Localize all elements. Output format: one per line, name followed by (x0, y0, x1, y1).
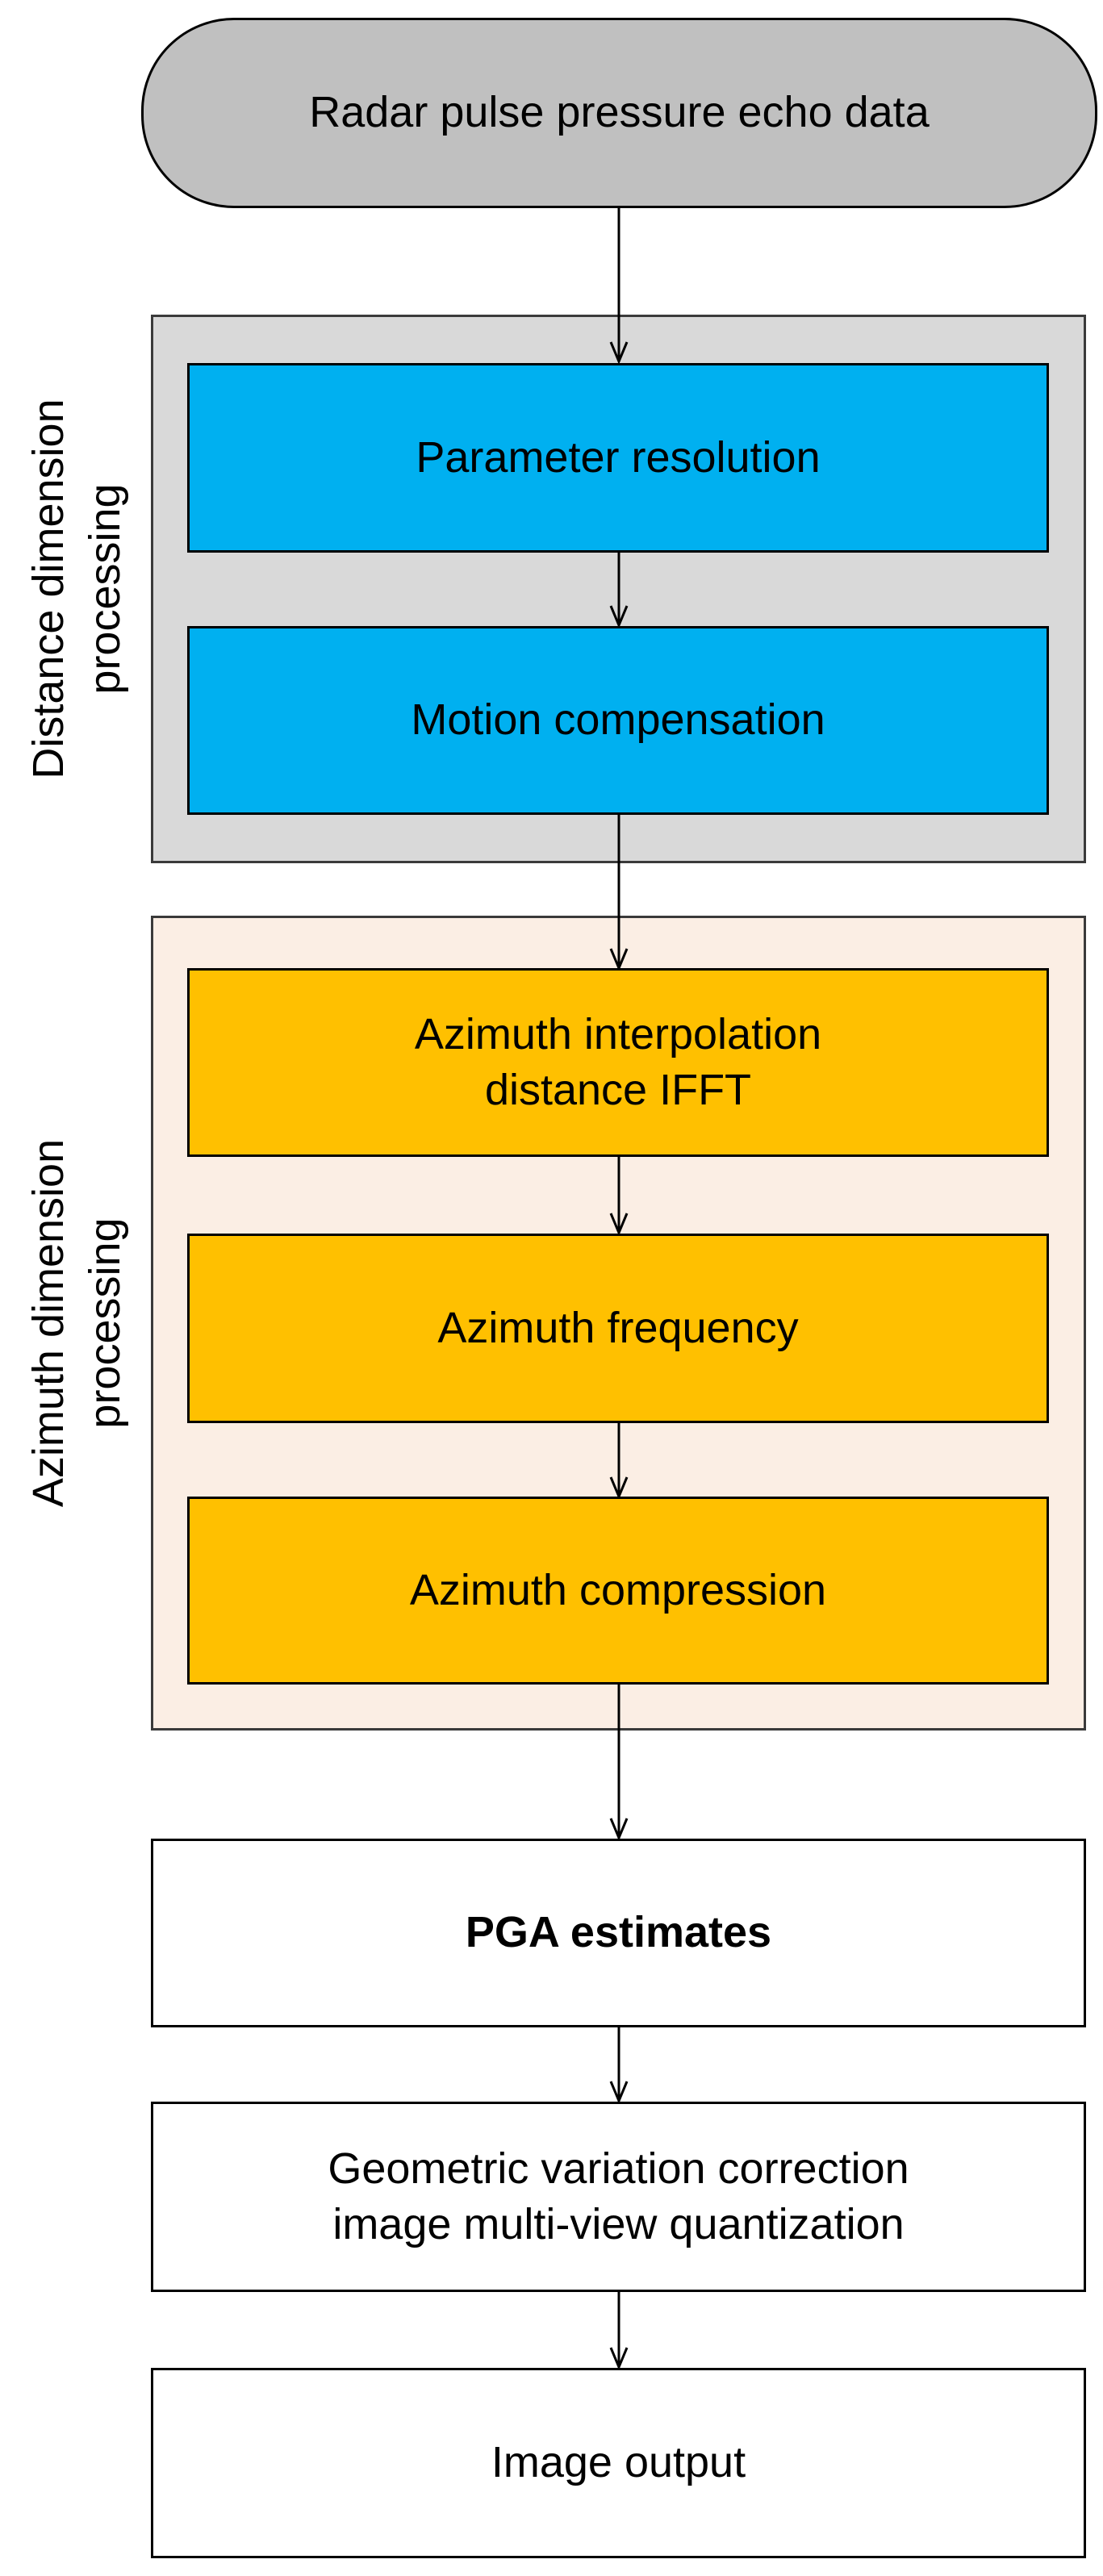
image-output-terminal: Image output (151, 2368, 1086, 2558)
pga-estimates-step: PGA estimates (151, 1839, 1086, 2027)
motion-compensation-step: Motion compensation (187, 626, 1049, 815)
azimuth-frequency-step: Azimuth frequency (187, 1234, 1049, 1423)
geometric-correction-step: Geometric variation correction image mul… (151, 2102, 1086, 2292)
azimuth-interpolation-step: Azimuth interpolation distance IFFT (187, 968, 1049, 1157)
start-terminal: Radar pulse pressure echo data (141, 18, 1097, 208)
parameter-resolution-step: Parameter resolution (187, 363, 1049, 553)
azimuth-compression-step: Azimuth compression (187, 1497, 1049, 1685)
